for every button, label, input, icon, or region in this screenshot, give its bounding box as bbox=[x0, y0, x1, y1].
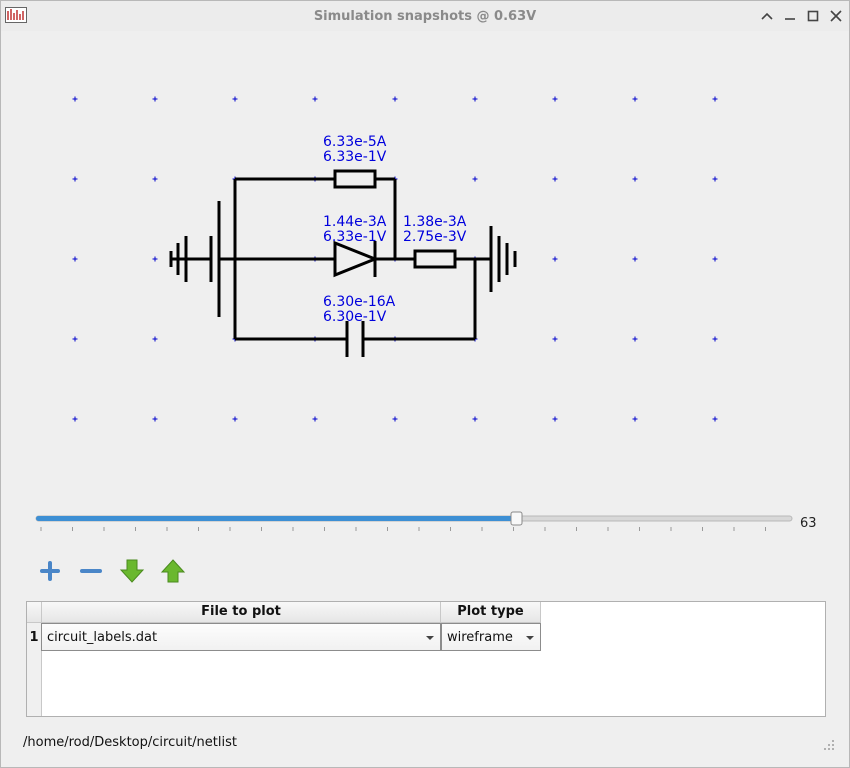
grid-point bbox=[632, 256, 638, 262]
diode-voltage-label: 6.33e-1V bbox=[323, 229, 387, 245]
grid-point bbox=[552, 256, 558, 262]
arrow-down-icon[interactable] bbox=[118, 557, 146, 585]
window-title: Simulation snapshots @ 0.63V bbox=[313, 9, 537, 24]
chevron-down-icon bbox=[526, 636, 534, 640]
grid-point bbox=[552, 336, 558, 342]
wires bbox=[219, 177, 491, 341]
grid-point bbox=[72, 336, 78, 342]
slider-fill bbox=[36, 516, 516, 521]
maximize-icon[interactable] bbox=[804, 7, 822, 25]
circuit-canvas[interactable]: 6.33e-5A 6.33e-1V 1.44e-3A 6.33e-1V 1.38… bbox=[7, 32, 843, 492]
grid-point bbox=[552, 96, 558, 102]
slider-handle[interactable] bbox=[510, 511, 523, 526]
grid-point bbox=[552, 176, 558, 182]
app-icon bbox=[5, 7, 27, 23]
battery-right-symbol bbox=[489, 226, 517, 292]
grid-point bbox=[312, 96, 318, 102]
battery-left-symbol bbox=[169, 201, 221, 317]
grid-point bbox=[72, 176, 78, 182]
grid-point bbox=[472, 176, 478, 182]
capacitor-current-label: 6.30e-16A bbox=[323, 294, 396, 310]
grid-point bbox=[232, 96, 238, 102]
resistor-right-current-label: 1.38e-3A bbox=[403, 214, 467, 230]
capacitor-voltage-label: 6.30e-1V bbox=[323, 309, 387, 325]
grid-point bbox=[632, 416, 638, 422]
plot-type-select[interactable]: wireframe bbox=[441, 623, 541, 651]
chevron-down-icon bbox=[426, 636, 434, 640]
resistor-right-voltage-label: 2.75e-3V bbox=[403, 229, 467, 245]
diode bbox=[333, 240, 380, 278]
grid-point bbox=[712, 336, 718, 342]
chevron-up-icon[interactable] bbox=[758, 7, 776, 25]
plus-icon[interactable] bbox=[36, 557, 64, 585]
slider-value: 63 bbox=[800, 516, 817, 531]
grid-point bbox=[72, 416, 78, 422]
grid-point bbox=[712, 256, 718, 262]
grid-point bbox=[472, 416, 478, 422]
file-select[interactable]: circuit_labels.dat bbox=[41, 623, 441, 651]
grid-point bbox=[72, 96, 78, 102]
grid-point bbox=[72, 256, 78, 262]
minimize-icon[interactable] bbox=[781, 7, 799, 25]
circuit-schematic bbox=[169, 169, 517, 357]
plot-type-select-value: wireframe bbox=[447, 630, 513, 645]
grid-point bbox=[472, 96, 478, 102]
table-corner bbox=[27, 602, 42, 623]
resistor-right bbox=[413, 249, 457, 269]
grid-point bbox=[632, 96, 638, 102]
grid-point bbox=[712, 176, 718, 182]
row-header-column bbox=[27, 623, 42, 716]
grid-point bbox=[392, 96, 398, 102]
title-bar[interactable]: Simulation snapshots @ 0.63V bbox=[1, 1, 849, 31]
grid-point bbox=[312, 416, 318, 422]
grid-point bbox=[152, 96, 158, 102]
resistor-top-current-label: 6.33e-5A bbox=[323, 134, 387, 150]
grid-point bbox=[392, 416, 398, 422]
grid-point bbox=[152, 336, 158, 342]
capacitor bbox=[345, 321, 365, 357]
status-path: /home/rod/Desktop/circuit/netlist bbox=[23, 735, 237, 750]
grid-point bbox=[632, 336, 638, 342]
resistor-top bbox=[333, 169, 377, 189]
grid-point bbox=[232, 416, 238, 422]
minus-icon[interactable] bbox=[77, 557, 105, 585]
grid-point bbox=[552, 416, 558, 422]
file-select-value: circuit_labels.dat bbox=[47, 630, 158, 645]
resistor-top-voltage-label: 6.33e-1V bbox=[323, 149, 387, 165]
grid-point bbox=[632, 176, 638, 182]
time-slider[interactable] bbox=[35, 509, 795, 533]
grid-point bbox=[152, 256, 158, 262]
grid-point bbox=[152, 416, 158, 422]
close-icon[interactable] bbox=[827, 7, 845, 25]
resize-grip-icon[interactable] bbox=[823, 739, 835, 751]
grid-point bbox=[712, 416, 718, 422]
row-number[interactable]: 1 bbox=[29, 630, 39, 645]
column-header-plot-type[interactable]: Plot type bbox=[441, 602, 541, 623]
column-header-file[interactable]: File to plot bbox=[42, 602, 441, 623]
diode-current-label: 1.44e-3A bbox=[323, 214, 387, 230]
plot-table[interactable]: File to plot Plot type 1 circuit_labels.… bbox=[26, 601, 826, 717]
grid-point bbox=[152, 176, 158, 182]
grid-point bbox=[712, 96, 718, 102]
arrow-up-icon[interactable] bbox=[159, 557, 187, 585]
